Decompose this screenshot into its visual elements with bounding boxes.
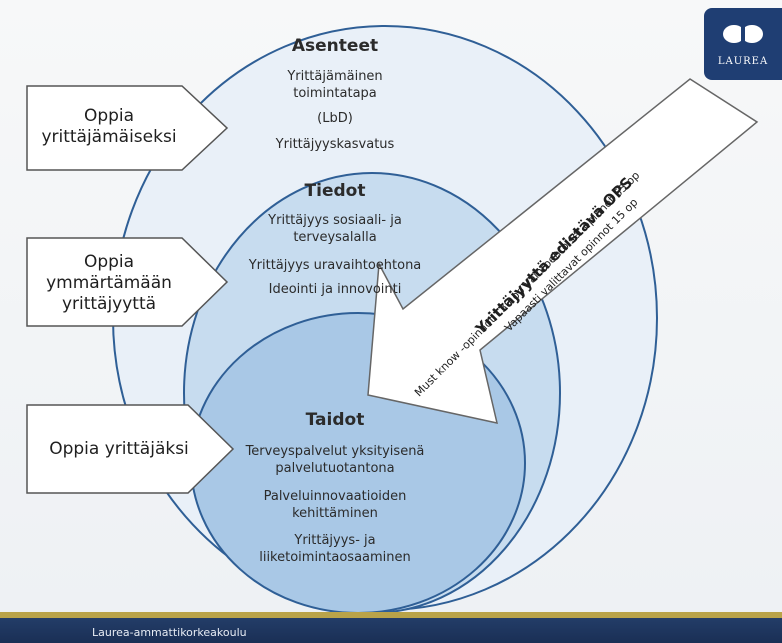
side-label-1: Oppia yrittäjämäiseksi (41, 106, 177, 147)
asenteet-item-1: Yrittäjämäinen toimintatapa (287, 69, 383, 101)
asenteet-item-3: Yrittäjyyskasvatus (275, 137, 395, 152)
laurea-logo: LAUREA (704, 8, 782, 80)
taidot-item-3: Yrittäjyys- ja liiketoimintaosaaminen (259, 533, 411, 565)
laurea-emblem-icon (723, 25, 763, 43)
tiedot-title: Tiedot (304, 181, 366, 201)
side-box-1 (26, 85, 229, 171)
side-label-2: Oppia ymmärtämään yrittäjyyttä (46, 252, 172, 314)
tiedot-item-3: Ideointi ja innovointi (268, 282, 402, 297)
footer-text: Laurea-ammattikorkeakoulu (92, 626, 247, 639)
side-box-2 (26, 237, 229, 327)
tiedot-item-1: Yrittäjyys sosiaali- ja terveysalalla (268, 213, 402, 245)
side-label-3: Oppia yrittäjäksi (49, 439, 189, 459)
taidot-item-2: Palveluinnovaatioiden kehittäminen (263, 489, 407, 521)
tiedot-item-2: Yrittäjyys uravaihtoehtona (248, 258, 422, 273)
taidot-title: Taidot (305, 410, 365, 430)
taidot-item-1: Terveyspalvelut yksityisenä palvelutuota… (245, 444, 425, 476)
diagram-canvas (26, 25, 759, 612)
footer-bar: Laurea-ammattikorkeakoulu (0, 612, 782, 643)
ops-arrow (367, 78, 759, 424)
asenteet-item-2: (LbD) (317, 111, 353, 126)
side-box-3 (26, 404, 235, 494)
logo-text: LAUREA (717, 56, 769, 67)
asenteet-title: Asenteet (291, 36, 379, 56)
